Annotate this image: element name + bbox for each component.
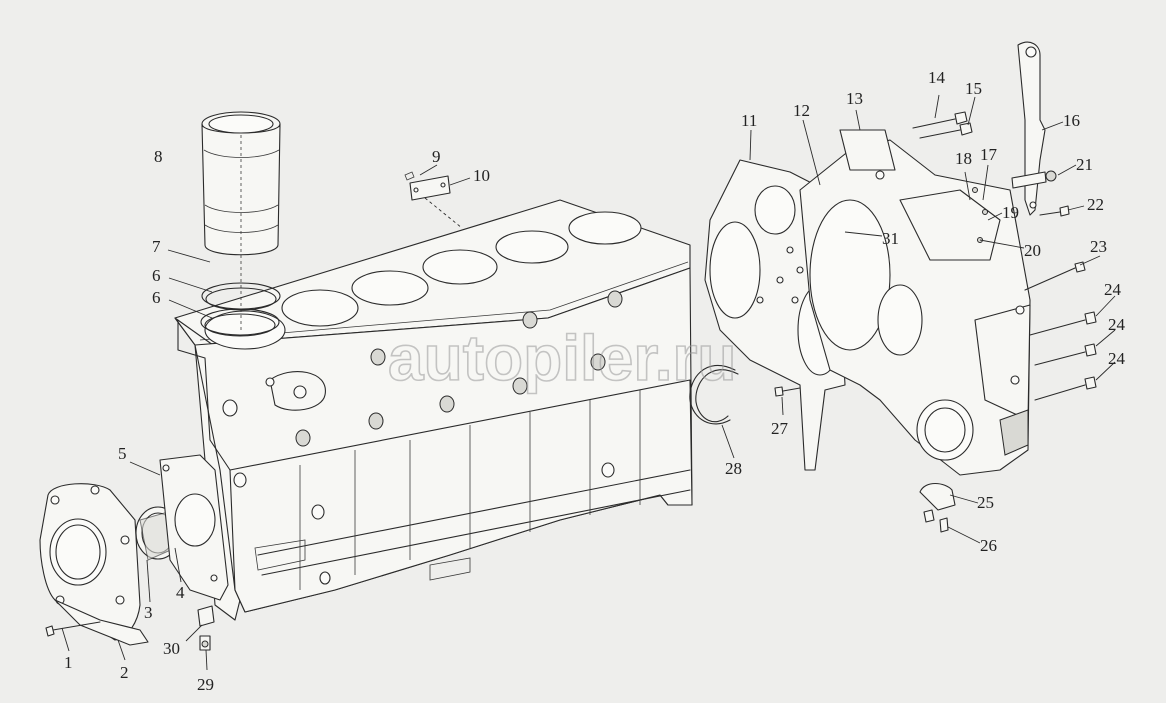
callout-10: 10 [473,166,490,185]
callout-25: 25 [977,493,994,512]
cylinder-bores [204,211,642,350]
oil-jet-assembly [197,605,215,651]
plate-cover [404,171,463,229]
callout-9: 9 [432,147,441,166]
callout-22: 22 [1087,195,1104,214]
inspection-cover [919,482,956,533]
callout-15: 15 [965,79,982,98]
callout-6: 6 [152,288,161,307]
leader-lines [61,94,1116,671]
callout-11: 11 [741,111,757,130]
bolts [774,111,1097,401]
front-gasket-housing [159,454,229,601]
callout-12: 12 [793,101,810,120]
callout-4: 4 [176,583,185,602]
callout-29: 29 [197,675,214,694]
seal-ring-28 [689,364,739,425]
callout-16: 16 [1063,111,1080,130]
callout-14: 14 [928,68,946,87]
callout-13: 13 [846,89,863,108]
callout-31: 31 [882,229,899,248]
callout-24: 24 [1104,280,1122,299]
callout-18: 18 [955,149,972,168]
callout-6: 6 [152,266,161,285]
callout-30: 30 [163,639,180,658]
callout-3: 3 [144,603,153,622]
watermark-text: autopiler.ru [388,322,737,394]
callout-28: 28 [725,459,742,478]
callout-19: 19 [1002,203,1019,222]
liner-seal-rings [200,282,281,337]
callout-24: 24 [1108,315,1126,334]
cylinder-liner [201,111,281,330]
callout-1: 1 [64,653,73,672]
callout-23: 23 [1090,237,1107,256]
callout-labels: 1 2 3 4 5 6 6 7 8 9 10 11 12 13 14 15 16… [64,68,1126,694]
lifting-bracket [1017,41,1046,216]
flywheel-housing [799,129,1031,476]
callout-21: 21 [1076,155,1093,174]
cylinder-block [174,199,693,621]
block-plugs [222,290,623,585]
bolt-1 [45,621,101,637]
watermark: autopiler.ru [387,321,737,395]
callout-17: 17 [980,145,998,164]
callout-8: 8 [154,147,163,166]
callout-20: 20 [1024,241,1041,260]
callout-24: 24 [1108,349,1126,368]
rear-seal-housing [39,483,149,646]
callout-27: 27 [771,419,789,438]
callout-26: 26 [980,536,997,555]
callout-5: 5 [118,444,127,463]
callout-7: 7 [152,237,161,256]
callout-2: 2 [120,663,129,682]
